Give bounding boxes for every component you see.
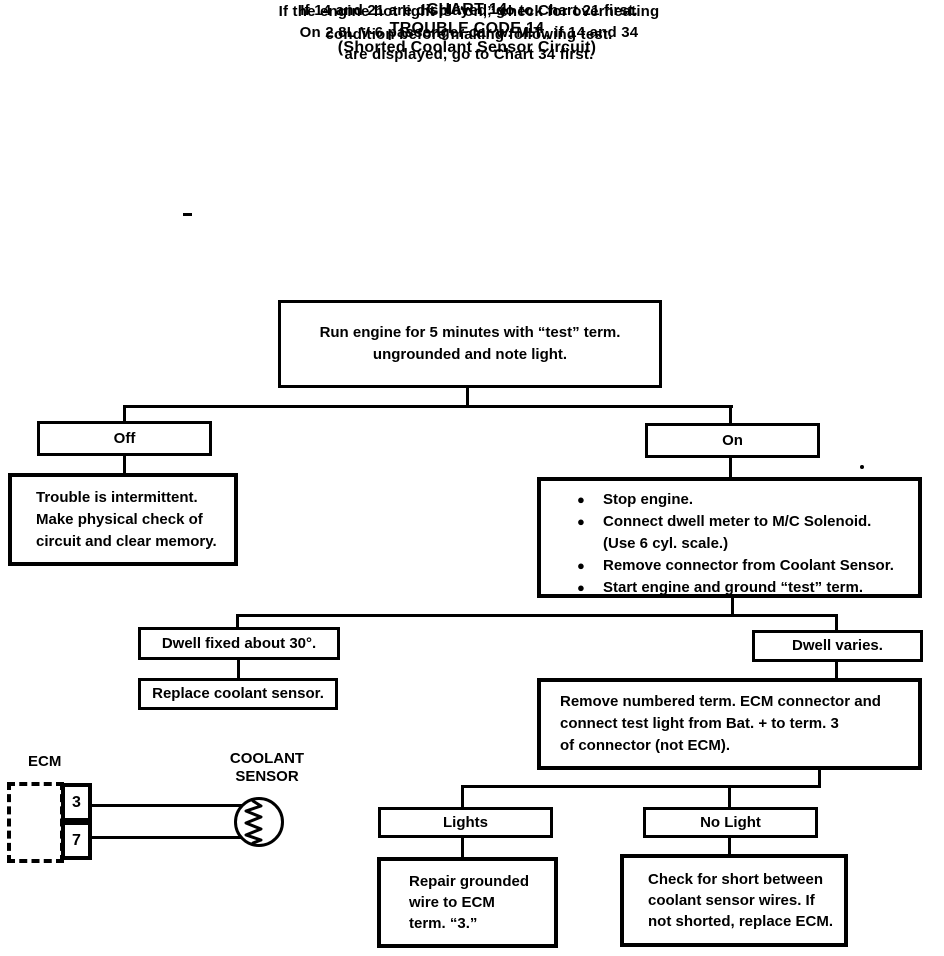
connector-lights-stub [461,785,464,808]
connector-steps-down [731,596,734,617]
bullet-icon: ● [577,492,585,507]
connector-branch-off-on [123,405,733,408]
ecm-label: ECM [28,753,62,770]
stray-mark-dot [860,465,864,469]
lights-label-box: Lights [378,807,553,838]
sensor-wire-top [92,804,244,807]
dwell-fixed-box: Dwell fixed about 30°. [138,627,340,660]
coolant-sensor-label: COOLANT SENSOR [229,750,305,785]
remove-terminal-box: Remove numbered term. ECM connector and … [537,678,922,770]
connector-off-action [123,454,126,474]
ecm-terminal-7: 7 [61,821,92,860]
check-short-box: Check for short between coolant sensor w… [620,854,848,947]
replace-sensor-box: Replace coolant sensor. [138,678,338,710]
connector-varies-action [835,661,838,679]
ecm-terminal-3: 3 [61,783,92,822]
on-steps-box: ● Stop engine. ● Connect dwell meter to … [537,477,922,598]
connector-lights-action [461,837,464,858]
connector-no-light-action [728,837,731,855]
step-row: (Use 6 cyl. scale.) [577,533,918,555]
stray-mark-dash [183,213,192,216]
connector-on-stub [729,405,732,424]
step-row: ● Start engine and ground “test” term. [577,577,918,599]
step-text: Remove connector from Coolant Sensor. [603,557,894,574]
step-row: ● Remove connector from Coolant Sensor. [577,555,918,577]
sensor-wire-bottom [92,836,244,839]
connector-branch-light [461,785,821,788]
connector-no-light-stub [728,785,731,808]
off-action-box: Trouble is intermittent. Make physical c… [8,473,238,566]
on-label-box: On [645,423,820,458]
step-text: Start engine and ground “test” term. [603,579,864,596]
page-title: CHART 14 TROUBLE CODE 14 (Shorted Coolan… [337,1,597,56]
connector-on-action [729,456,732,478]
repair-wire-box: Repair grounded wire to ECM term. “3.” [377,857,558,948]
no-light-label-box: No Light [643,807,818,838]
connector-start-down [466,386,469,407]
step-text: (Use 6 cyl. scale.) [603,535,729,552]
connector-remove-down [818,768,821,787]
connector-dwell-fixed-stub [236,614,239,628]
dwell-varies-box: Dwell varies. [752,630,923,662]
bullet-icon: ● [577,514,585,529]
resistor-icon [244,799,263,845]
step-row: ● Connect dwell meter to M/C Solenoid. [577,511,918,533]
ecm-dashed-box [7,782,64,863]
step-text: Connect dwell meter to M/C Solenoid. [603,513,872,530]
priority-note: If 14 and 21 are displayed, go to Chart … [299,2,639,63]
bullet-icon: ● [577,558,585,573]
warning-note: If the engine hot light is “on,” check f… [278,3,660,43]
connector-dwell-varies-stub [835,614,838,631]
start-box: Run engine for 5 minutes with “test” ter… [278,300,662,388]
step-text: Stop engine. [603,491,693,508]
off-label-box: Off [37,421,212,456]
connector-off-stub [123,405,126,422]
step-row: ● Stop engine. [577,489,918,511]
connector-fixed-action [237,658,240,679]
bullet-icon: ● [577,580,585,595]
connector-branch-dwell [236,614,838,617]
